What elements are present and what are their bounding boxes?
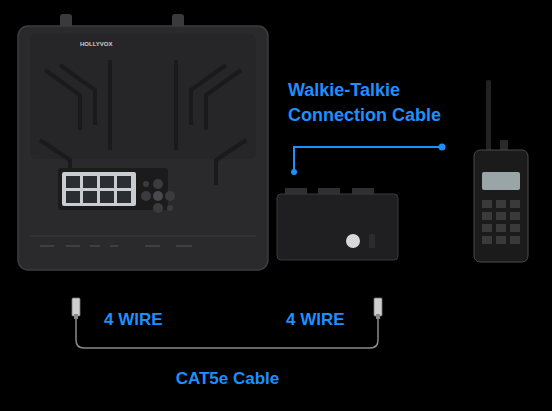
lcd-screen — [62, 172, 136, 206]
callout-label: 4 WIRE — [286, 310, 366, 330]
brand-logo: HOLLYVOX — [80, 40, 120, 48]
antenna — [486, 80, 491, 152]
device-panel — [30, 34, 256, 159]
keypad — [482, 200, 520, 244]
radio-body — [474, 150, 528, 262]
callout-label: Walkie-Talkie Connection Cable — [288, 78, 460, 128]
adapter-box — [277, 188, 398, 260]
callout-label: 4 WIRE — [104, 310, 184, 330]
port-strip — [30, 236, 256, 237]
lcd-grid — [66, 176, 131, 203]
switch — [369, 234, 375, 248]
cat5e-cable — [72, 298, 382, 348]
knob — [346, 234, 360, 248]
base-station — [18, 14, 268, 270]
d-pad — [141, 179, 175, 213]
leader-line — [291, 144, 446, 176]
control-panel — [58, 168, 168, 210]
cooling-ridges — [40, 60, 246, 185]
device-body — [18, 26, 268, 270]
adapter-body — [277, 194, 398, 260]
radio-screen — [482, 172, 520, 190]
callout-label: CAT5e Cable — [140, 369, 315, 389]
walkie-talkie — [474, 80, 528, 262]
port-marks — [40, 246, 192, 247]
